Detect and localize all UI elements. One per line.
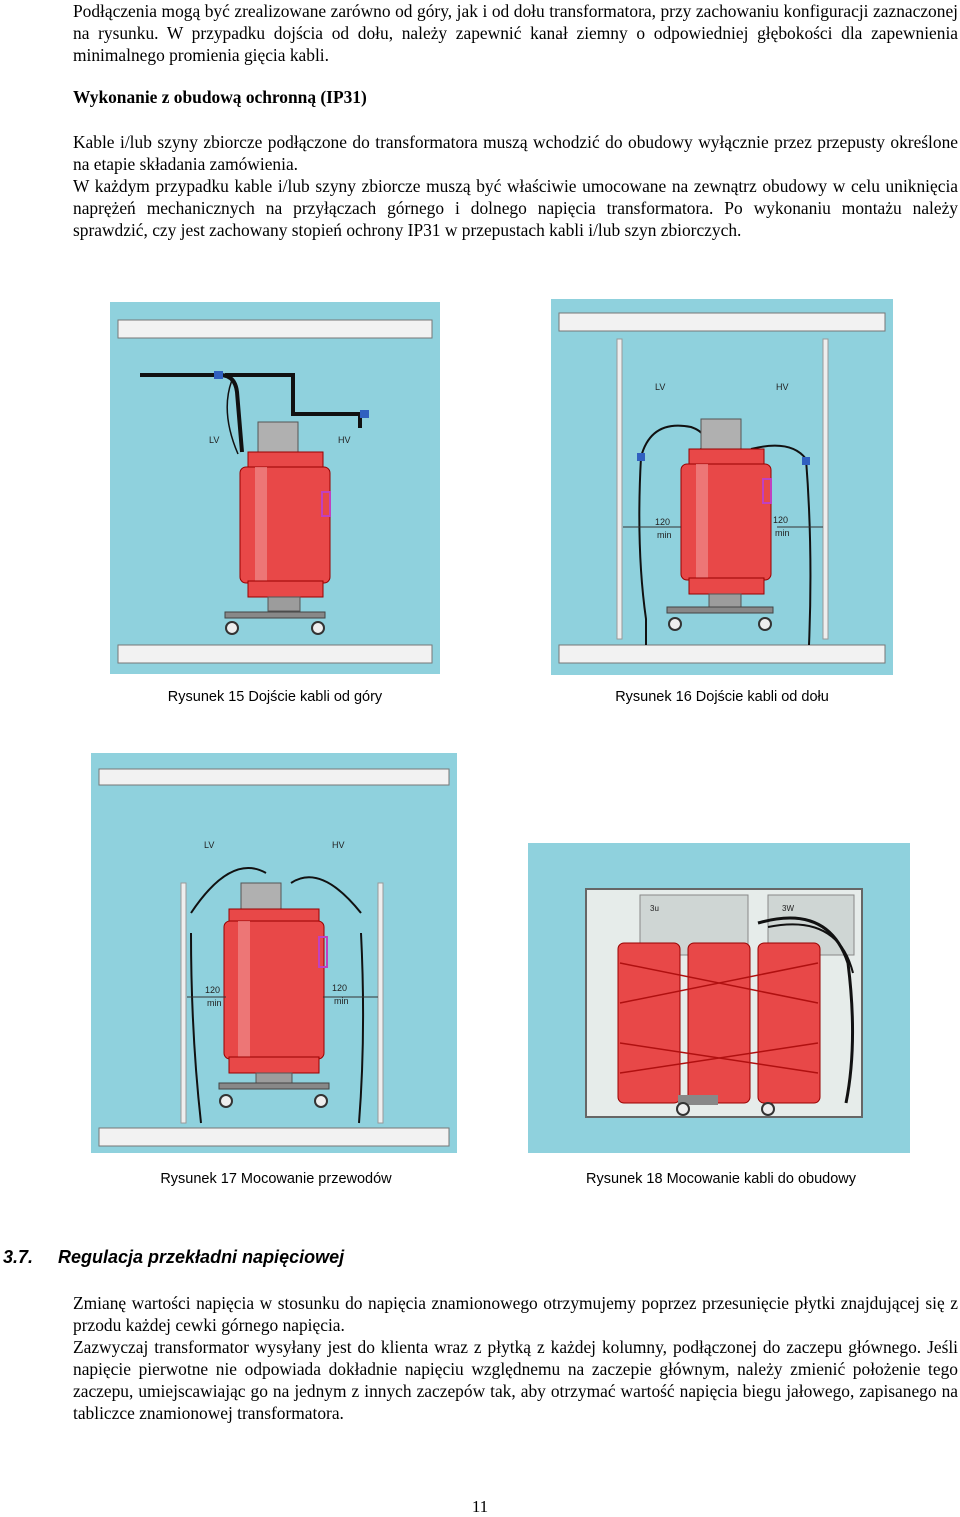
figure-15-caption: Rysunek 15 Dojście kabli od góry <box>167 689 383 705</box>
fig18-label-right: 3W <box>782 904 794 913</box>
fig18-label-left: 3u <box>650 904 659 913</box>
fig16-dim-right-unit: min <box>775 528 790 538</box>
intro-paragraph: Podłączenia mogą być zrealizowane zarówn… <box>73 1 958 65</box>
page-number: 11 <box>471 1497 489 1516</box>
fig17-dim-right-unit: min <box>334 996 349 1006</box>
section-title: Regulacja przekładni napięciowej <box>58 1247 345 1267</box>
ip31-paragraph-1: Kable i/lub szyny zbiorcze podłączone do… <box>73 132 958 174</box>
ip31-paragraph-2: W każdym przypadku kable i/lub szyny zbi… <box>73 176 958 240</box>
fig17-dim-left-value: 120 <box>205 985 220 995</box>
fig17-lv-label: LV <box>204 840 214 850</box>
fig16-hv-label: HV <box>776 382 789 392</box>
section-heading: 3.7. Regulacja przekładni napięciowej <box>3 1247 344 1268</box>
figure-18-illustration: 3u 3W <box>528 843 910 1153</box>
figure-15-illustration: LV HV <box>110 302 440 674</box>
fig16-dim-left-unit: min <box>657 530 672 540</box>
section-paragraph-2: Zazwyczaj transformator wysyłany jest do… <box>73 1337 958 1423</box>
figure-17-caption: Rysunek 17 Mocowanie przewodów <box>160 1171 392 1187</box>
figure-18-caption: Rysunek 18 Mocowanie kabli do obudowy <box>585 1171 857 1187</box>
fig17-hv-label: HV <box>332 840 345 850</box>
fig17-dim-left-unit: min <box>207 998 222 1008</box>
fig17-dim-right-value: 120 <box>332 983 347 993</box>
figure-16-caption: Rysunek 16 Dojście kabli od dołu <box>615 689 829 705</box>
fig16-dim-left-value: 120 <box>655 517 670 527</box>
fig15-lv-label: LV <box>209 435 219 445</box>
section-number: 3.7. <box>3 1247 34 1267</box>
figure-17-illustration: LV HV 120 min 120 min <box>91 753 457 1153</box>
fig16-lv-label: LV <box>655 382 665 392</box>
figure-16-illustration: LV HV 120 min 120 min <box>551 299 893 675</box>
section-paragraph-1: Zmianę wartości napięcia w stosunku do n… <box>73 1293 958 1335</box>
fig16-dim-right-value: 120 <box>773 515 788 525</box>
ip31-heading: Wykonanie z obudową ochronną (IP31) <box>73 87 367 107</box>
fig15-hv-label: HV <box>338 435 351 445</box>
